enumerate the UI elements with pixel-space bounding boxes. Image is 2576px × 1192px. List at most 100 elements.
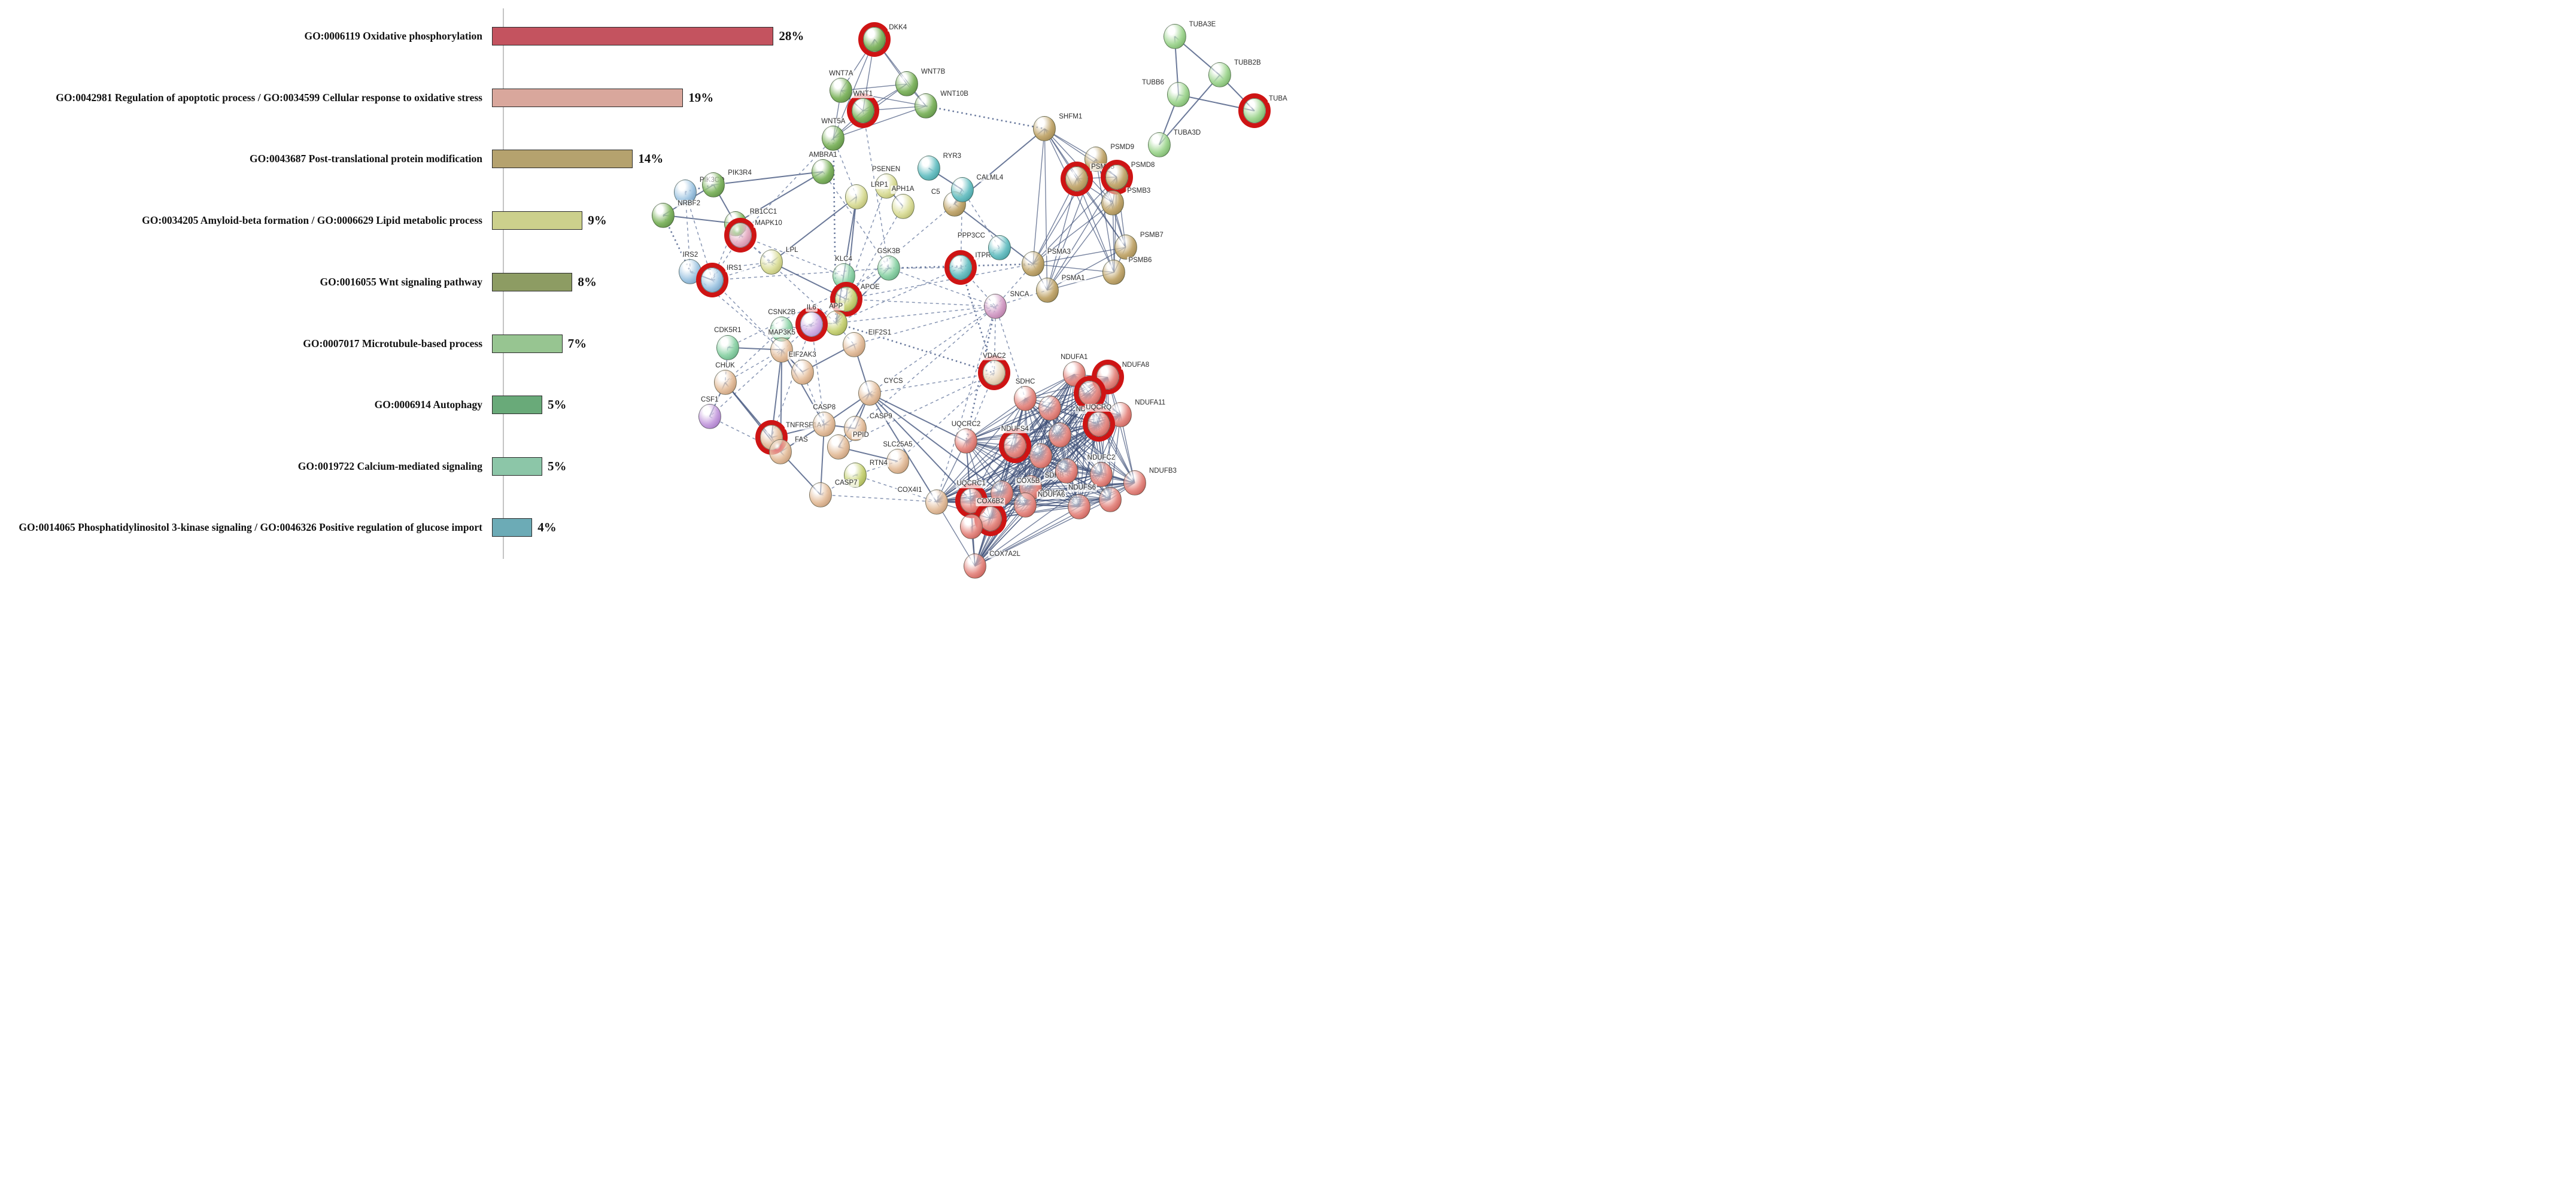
node-label: DKK4 (888, 23, 909, 32)
network-edge (725, 329, 782, 383)
network-edge (1076, 178, 1126, 248)
network-node-cox7a2l: COX7A2L (964, 551, 1022, 579)
network-node-csf1: CSF1 (698, 396, 721, 430)
bar-category-label: GO:0007017 Microtubule-based process (303, 337, 482, 349)
network-node-tubb2b: TUBB2B (1208, 59, 1262, 88)
network-node-cox6b2: COX6B2 (976, 498, 1006, 531)
network-edge (1059, 434, 1111, 500)
network-edge (735, 171, 824, 224)
network-edge (935, 306, 997, 502)
network-edge (974, 408, 1050, 567)
network-node-cox4i1: COX4I1 (896, 486, 948, 515)
network-node-fas: FAS (769, 436, 809, 464)
bar-and-value: 5% (492, 395, 567, 414)
node-label: CHUK (714, 362, 736, 370)
bar-and-value: 5% (492, 457, 567, 476)
node-label: PSENEN (870, 165, 902, 174)
network-node-wnt7a: WNT7A (828, 70, 855, 104)
bar-category-label: GO:0006119 Oxidative phosphorylation (304, 29, 482, 42)
network-edge (1044, 129, 1048, 291)
network-node-wnt1: WNT1 (851, 90, 874, 124)
network-edge (781, 349, 825, 425)
network-edge (1044, 128, 1115, 273)
network-node-eif2ak3: EIF2AK3 (787, 351, 818, 385)
node-label: WNT1 (852, 90, 874, 99)
node-label: NDUFA8 (1120, 361, 1151, 370)
network-edge (771, 349, 783, 438)
network-edge (712, 223, 736, 281)
node-label: COX5B (1015, 477, 1041, 485)
node-label: NDUFC2 (1086, 454, 1117, 462)
bar-category-label: GO:0006914 Autophagy (374, 398, 482, 410)
network-node-x1 (1038, 396, 1061, 421)
bar (492, 457, 542, 476)
bar-row: GO:0014065 Phosphatidylinositol 3-kinase… (0, 500, 1257, 555)
bar-value-label: 4% (537, 519, 557, 534)
node-label: UQCRC1 (955, 480, 987, 488)
node-label: COX6B2 (976, 498, 1006, 506)
network-node-snca: SNCA (984, 290, 1031, 319)
network-edge (833, 138, 837, 323)
node-label: APOE (859, 283, 881, 292)
network-edge (1032, 178, 1077, 264)
bar-and-value: 19% (492, 88, 713, 107)
bar-and-value: 4% (492, 518, 557, 537)
network-edge (965, 408, 1050, 442)
bar-category-label: GO:0014065 Phosphatidylinositol 3-kinase… (19, 521, 482, 533)
node-label: CASP7 (833, 479, 859, 487)
node-label: EIF2S1 (867, 329, 893, 337)
bar-row: GO:0006914 Autophagy 5% (0, 377, 1257, 432)
network-edge (713, 171, 824, 186)
bar-value-label: 5% (548, 458, 567, 473)
network-edge (1025, 482, 1135, 506)
network-edge (709, 324, 812, 417)
network-edge (820, 494, 937, 503)
network-node-nrbf2: NRBF2 (652, 199, 701, 228)
node-label: GSK3B (876, 247, 902, 256)
node-label: IRS1 (725, 264, 743, 273)
node-label: RB1CC1 (748, 208, 779, 216)
network-edge (1002, 492, 1080, 507)
bar-row: GO:0007017 Microtubule-based process 7% (0, 316, 1257, 371)
network-edge (771, 261, 847, 300)
network-edge (926, 105, 1045, 130)
network-edge (888, 267, 996, 307)
bar (492, 88, 684, 107)
bar-value-label: 7% (567, 336, 587, 351)
network-node-casp8: CASP8 (812, 403, 837, 437)
node-label: NDUFA6 (1037, 491, 1067, 499)
network-edge (663, 214, 736, 224)
bar-category-label: GO:0043687 Post-translational protein mo… (249, 152, 482, 165)
network-node-x5 (959, 514, 983, 540)
node-label: APP (828, 302, 845, 311)
network-edge (1047, 247, 1126, 291)
node-label: CSF1 (700, 396, 720, 405)
bar-category-label: GO:0019722 Calcium-mediated signaling (297, 460, 482, 472)
network-edge (936, 455, 1041, 503)
network-edge (868, 393, 1003, 494)
network-node-cdk5r1: CDK5R1 (713, 327, 743, 360)
network-node-uqcrc2: UQCRC2 (950, 420, 982, 454)
bar (492, 149, 633, 168)
node-label: LRP1 (870, 181, 889, 189)
network-node-ndufs4: NDUFS4 (1000, 425, 1030, 458)
network-edge (868, 393, 972, 501)
node-label: PSMD9 (1109, 143, 1135, 152)
network-node-irs1: IRS1 (701, 264, 743, 293)
network-node-ndufa1: NDUFA1 (1059, 354, 1089, 387)
network-edge (846, 263, 1034, 300)
network-edge (833, 138, 857, 197)
network-edge (935, 398, 1026, 503)
node-label: TUBB2B (1232, 59, 1262, 68)
network-edge (1159, 74, 1220, 145)
network-edge (740, 138, 834, 236)
node-label: NDUFB3 (1147, 467, 1178, 475)
node-label: VDAC2 (982, 352, 1007, 361)
network-edge (965, 306, 997, 442)
network-node-psmd8: PSMD8 (1105, 161, 1156, 190)
node-label: SNCA (1008, 290, 1031, 299)
network-edge (1032, 263, 1114, 273)
network-node-app: APP (824, 302, 847, 336)
node-label: TUBB6 (1141, 79, 1166, 87)
